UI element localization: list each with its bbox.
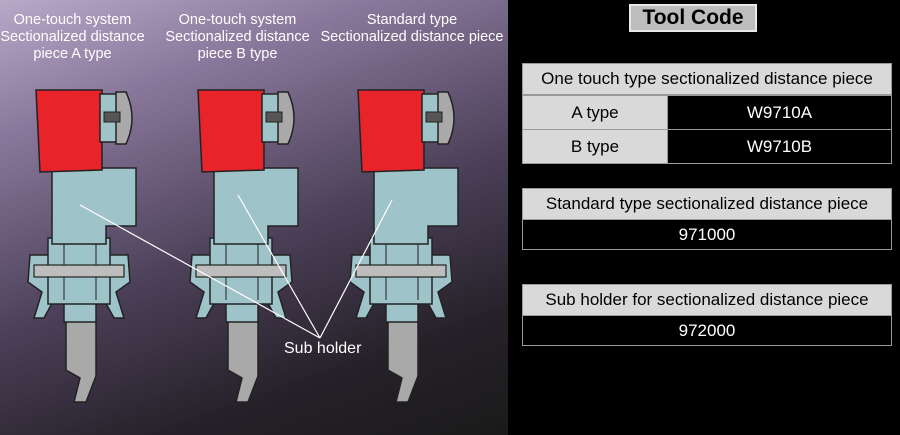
type-a-label: A type	[523, 96, 668, 129]
piece-a-illustration	[27, 89, 137, 403]
table-row: A type W9710A	[523, 95, 891, 129]
table-row: B type W9710B	[523, 129, 891, 163]
piece-b-illustration	[189, 89, 299, 403]
tool-code-title: Tool Code	[629, 4, 757, 32]
caption-piece-a: One-touch system Sectionalized distance …	[0, 12, 145, 62]
type-a-code: W9710A	[668, 96, 891, 129]
sub-holder-code-table: Sub holder for sectionalized distance pi…	[522, 284, 892, 346]
one-touch-header: One touch type sectionalized distance pi…	[523, 64, 891, 95]
distance-piece-diagram	[27, 89, 459, 403]
pointer-line-standard	[319, 199, 393, 339]
type-b-label: B type	[523, 130, 668, 163]
standard-code-table: Standard type sectionalized distance pie…	[522, 188, 892, 250]
type-b-code: W9710B	[668, 130, 891, 163]
one-touch-code-table: One touch type sectionalized distance pi…	[522, 63, 892, 164]
pointer-line-a	[79, 204, 321, 339]
sub-holder-code: 972000	[523, 316, 891, 345]
sub-holder-label: Sub holder	[284, 340, 362, 357]
piece-standard-illustration	[349, 89, 459, 403]
standard-header: Standard type sectionalized distance pie…	[523, 189, 891, 220]
standard-code: 971000	[523, 220, 891, 249]
illustration-panel: One-touch system Sectionalized distance …	[0, 0, 508, 435]
pointer-line-b	[237, 194, 321, 339]
caption-piece-standard: Standard type Sectionalized distance pie…	[320, 12, 504, 45]
caption-piece-b: One-touch system Sectionalized distance …	[165, 12, 310, 62]
sub-holder-header: Sub holder for sectionalized distance pi…	[523, 285, 891, 316]
